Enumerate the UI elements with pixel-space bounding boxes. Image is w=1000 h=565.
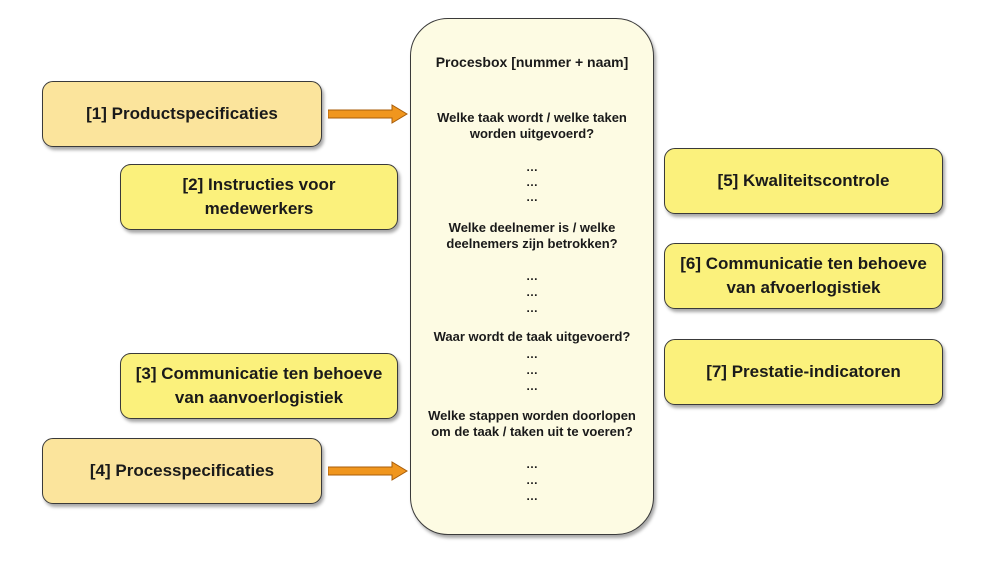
ellipsis: … bbox=[526, 285, 538, 299]
box-label: [5] Kwaliteitscontrole bbox=[717, 171, 890, 190]
procesbox-title: Procesbox [nummer + naam] bbox=[435, 54, 629, 70]
ellipsis: … bbox=[526, 269, 538, 283]
box-communicatie-aanvoerlogistiek: [3] Communicatie ten behoeve van aanvoer… bbox=[120, 353, 398, 419]
ellipsis: … bbox=[526, 379, 538, 393]
ellipsis: … bbox=[526, 457, 538, 471]
question-stappen: Welke stappen worden doorlopen om de taa… bbox=[428, 408, 636, 439]
ellipsis: … bbox=[526, 190, 538, 204]
ellipsis: … bbox=[526, 363, 538, 377]
question-deelnemer: Welke deelnemer is / welke deelnemers zi… bbox=[446, 220, 618, 251]
box-kwaliteitscontrole: [5] Kwaliteitscontrole bbox=[664, 148, 943, 214]
box-label: [7] Prestatie-indicatoren bbox=[706, 362, 901, 381]
box-label: [3] Communicatie ten behoeve van aanvoer… bbox=[135, 364, 383, 407]
box-productspecificaties: [1] Productspecificaties bbox=[42, 81, 322, 147]
box-processpecificaties: [4] Processpecificaties bbox=[42, 438, 322, 504]
ellipsis: … bbox=[526, 347, 538, 361]
box-prestatie-indicatoren: [7] Prestatie-indicatoren bbox=[664, 339, 943, 405]
ellipsis: … bbox=[526, 473, 538, 487]
box-label: [2] Instructies voor medewerkers bbox=[182, 175, 336, 218]
box-label: [4] Processpecificaties bbox=[89, 461, 275, 480]
ellipsis: … bbox=[526, 160, 538, 174]
arrow-productspecificaties bbox=[328, 104, 408, 124]
question-waar: Waar wordt de taak uitgevoerd? bbox=[433, 329, 631, 344]
ellipsis: … bbox=[526, 301, 538, 315]
arrow-processpecificaties bbox=[328, 461, 408, 481]
ellipsis: … bbox=[526, 489, 538, 503]
box-label: [6] Communicatie ten behoeve van afvoerl… bbox=[680, 254, 927, 297]
question-taak: Welke taak wordt / welke taken worden ui… bbox=[437, 110, 627, 141]
box-label: [1] Productspecificaties bbox=[86, 104, 278, 123]
box-communicatie-afvoerlogistiek: [6] Communicatie ten behoeve van afvoerl… bbox=[664, 243, 943, 309]
procesbox: Procesbox [nummer + naam] Welke taak wor… bbox=[410, 18, 654, 535]
box-instructies-voor-medewerkers: [2] Instructies voor medewerkers bbox=[120, 164, 398, 230]
ellipsis: … bbox=[526, 175, 538, 189]
